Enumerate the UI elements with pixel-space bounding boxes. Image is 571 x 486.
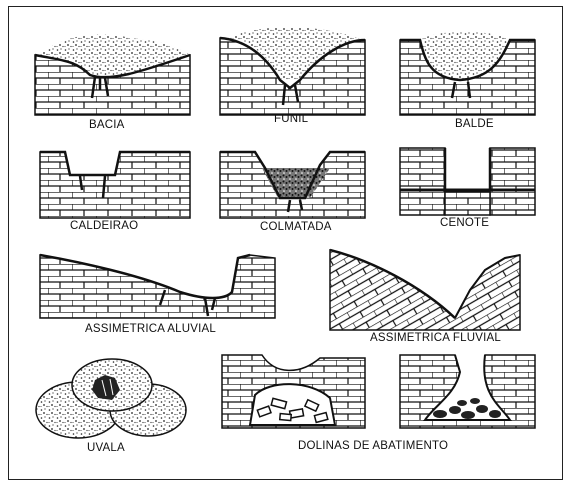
label-uvala: UVALA (87, 442, 125, 454)
funil-diagram (220, 27, 365, 115)
dolina-abatimento-2-diagram (400, 355, 535, 428)
label-colmatada: COLMATADA (260, 221, 332, 233)
label-cenote: CENOTE (440, 217, 489, 229)
label-balde: BALDE (455, 118, 494, 130)
label-caldeirao: CALDEIRAO (70, 220, 138, 232)
label-dolinas-abatimento: DOLINAS DE ABATIMENTO (298, 440, 448, 452)
assimetrica-fluvial-diagram (330, 250, 520, 330)
colmatada-diagram (220, 152, 365, 218)
assimetrica-aluvial-diagram (40, 255, 275, 318)
cenote-diagram (400, 148, 535, 215)
balde-diagram (400, 32, 535, 115)
label-assimetrica-fluvial: ASSIMETRICA FLUVIAL (370, 332, 501, 344)
caldeirao-diagram (40, 152, 190, 218)
uvala-diagram (36, 359, 186, 438)
label-assimetrica-aluvial: ASSIMETRICA ALUVIAL (85, 323, 216, 335)
label-bacia: BACIA (89, 119, 125, 131)
label-funil: FUNIL (274, 113, 308, 125)
dolina-abatimento-1-diagram (222, 355, 365, 428)
bacia-diagram (35, 34, 190, 115)
